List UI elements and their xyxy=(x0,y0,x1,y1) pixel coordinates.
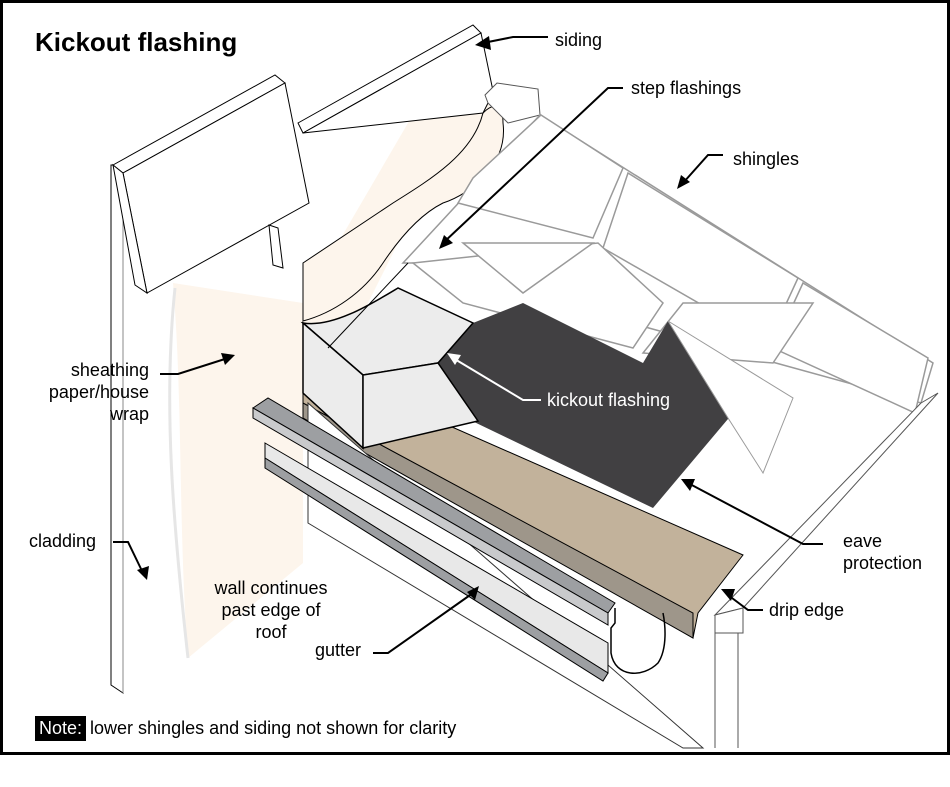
shingles xyxy=(401,114,934,415)
label-wall-continues: wall continues past edge of roof xyxy=(199,577,343,643)
label-wall-line2: past edge of xyxy=(221,600,321,620)
shingle-lower xyxy=(667,320,794,475)
gutter-arrow-icon xyxy=(467,586,479,600)
kickout-leader xyxy=(452,357,541,401)
label-step-flashings: step flashings xyxy=(631,78,742,98)
eave-protection xyxy=(393,303,733,508)
cladding xyxy=(110,164,124,694)
label-sheathing-line3: wrap xyxy=(109,404,149,424)
label-drip-edge: drip edge xyxy=(769,600,845,620)
roof-illustration xyxy=(110,24,939,749)
label-sheathing: sheathing paper/house wrap xyxy=(43,359,149,425)
label-eave-line1: eave xyxy=(843,531,883,551)
kickout-arrow-icon xyxy=(447,353,461,365)
gutter xyxy=(252,397,666,682)
step-flashings-arrow-icon xyxy=(439,235,453,249)
cladding-arrow-icon xyxy=(137,566,149,580)
label-wall-line3: roof xyxy=(255,622,287,642)
roof-edge xyxy=(713,392,939,748)
label-gutter: gutter xyxy=(315,640,362,660)
label-wall-line1: wall continues xyxy=(214,578,328,598)
kickout-flashing xyxy=(300,262,480,450)
label-sheathing-line2: paper/house xyxy=(48,382,149,402)
label-eave-line2: protection xyxy=(843,553,923,573)
note-text: lower shingles and siding not shown for … xyxy=(90,718,457,738)
arrowheads xyxy=(137,36,735,601)
label-sheathing-line1: sheathing xyxy=(70,360,149,380)
drip-edge xyxy=(302,392,744,639)
drip-edge-arrow-icon xyxy=(721,589,735,601)
shingles-arrow-icon xyxy=(677,175,690,189)
label-siding: siding xyxy=(555,30,603,50)
label-kickout-flashing: kickout flashing xyxy=(547,390,671,410)
label-eave-protection: eave protection xyxy=(843,530,922,574)
house-wrap-edge xyxy=(168,287,190,659)
leader-lines xyxy=(113,36,823,654)
label-cladding: cladding xyxy=(29,531,97,551)
diagram-title: Kickout flashing xyxy=(35,27,238,57)
sheathing-arrow-icon xyxy=(221,353,235,365)
eave-arrow-icon xyxy=(681,479,695,491)
note-tag: Note: xyxy=(35,716,87,741)
note: Note: lower shingles and siding not show… xyxy=(35,716,456,741)
label-shingles: shingles xyxy=(733,149,800,169)
siding-arrow-icon xyxy=(475,36,491,50)
diagram-frame: Kickout flashing siding step flashings s… xyxy=(0,0,950,755)
